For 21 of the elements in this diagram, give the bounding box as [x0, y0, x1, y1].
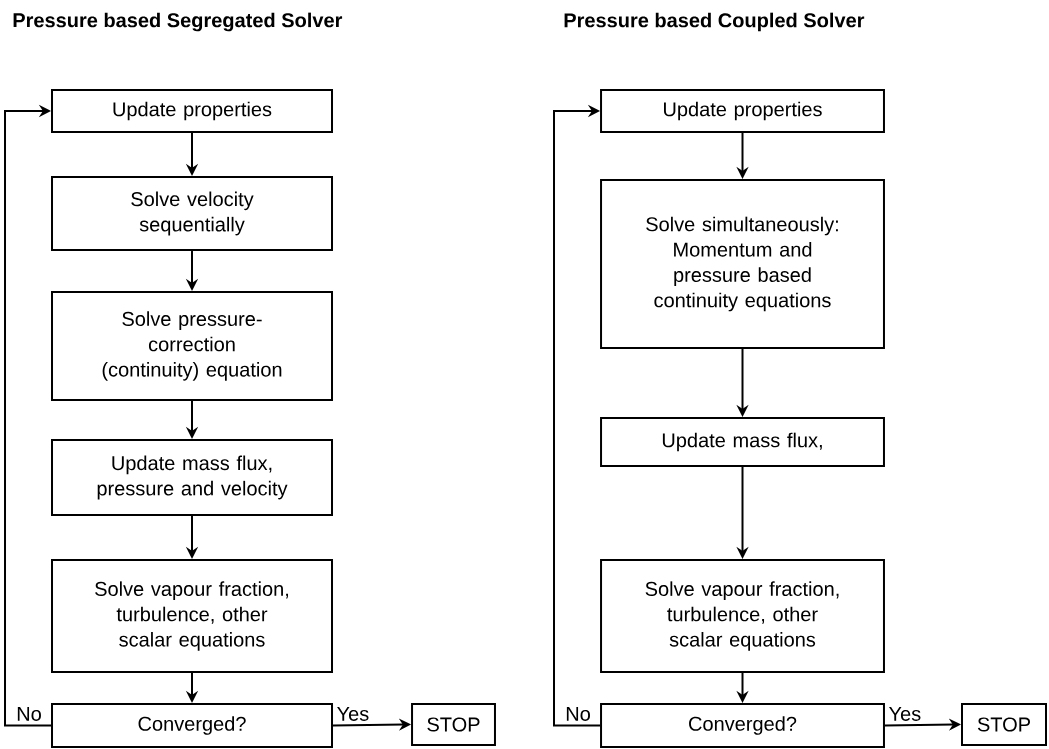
process-box: Update mass flux, pressure and velocity	[51, 439, 333, 516]
process-box: Solve pressure-correction (continuity) equation	[51, 291, 333, 401]
process-box: Solve velocity sequentially	[51, 175, 333, 252]
process-box: Update properties	[600, 89, 885, 133]
edge-label: No	[566, 706, 590, 721]
process-box: Solve vapour fraction, turbulence, other scalar equations	[51, 559, 333, 673]
edge-label: Yes	[889, 706, 921, 721]
arrow	[553, 104, 602, 727]
process-box: Converged?	[51, 703, 333, 748]
process-box: Solve vapour fraction, turbulence, other scalar equations	[600, 559, 885, 673]
process-box: STOP	[961, 702, 1047, 747]
process-box: Update properties	[51, 89, 333, 133]
edge-label: No	[17, 706, 41, 721]
process-box: Solve simultaneously: Momentum and pressure based continuity equations	[600, 179, 885, 349]
heading: Pressure based Coupled Solver	[564, 12, 865, 32]
process-box: Update mass flux,	[600, 417, 885, 467]
process-box: Converged?	[600, 703, 885, 748]
arrow	[4, 104, 52, 727]
process-box: STOP	[411, 702, 496, 747]
edge-label: Yes	[337, 706, 369, 721]
heading: Pressure based Segregated Solver	[13, 12, 343, 32]
